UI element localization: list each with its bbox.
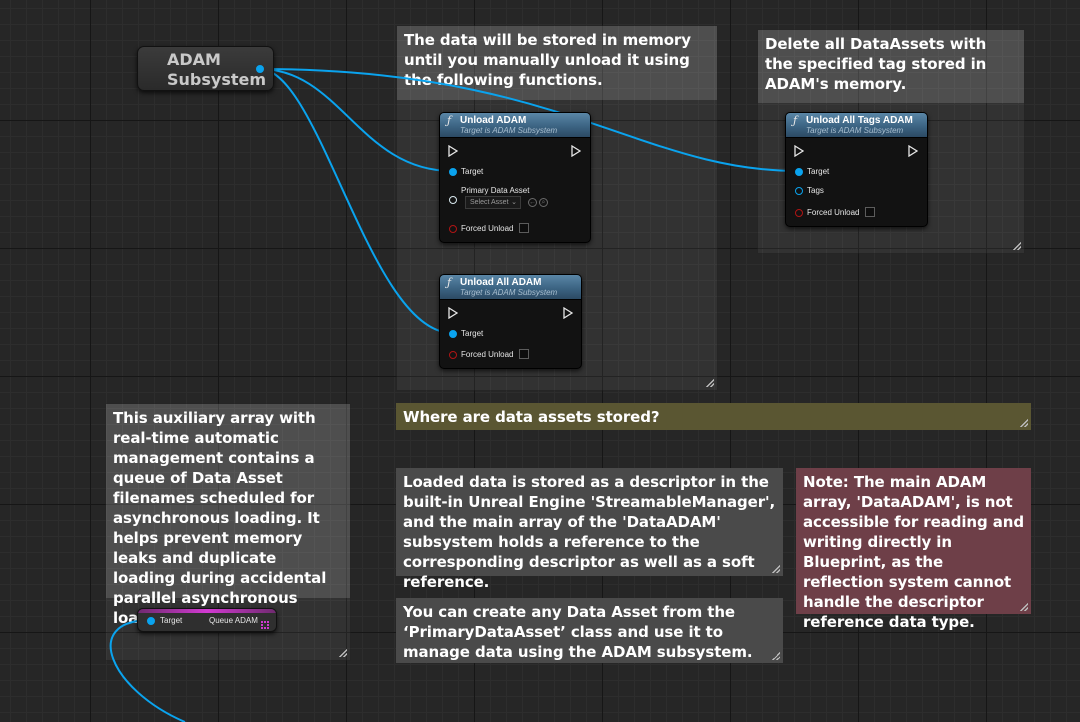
target-label: Target bbox=[461, 329, 484, 338]
unload-all-tags-node[interactable]: ƒ Unload All Tags ADAM Target is ADAM Su… bbox=[785, 112, 928, 227]
forced-unload-label: Forced Unload bbox=[461, 350, 514, 359]
resize-grip[interactable] bbox=[339, 649, 347, 657]
function-icon: ƒ bbox=[447, 276, 452, 289]
unload-all-tags-subtitle: Target is ADAM Subsystem bbox=[806, 126, 904, 135]
queue-node-accent bbox=[138, 609, 276, 613]
comment-tags-title: Delete all DataAssets with the specified… bbox=[758, 30, 1024, 103]
target-pin[interactable] bbox=[449, 330, 457, 338]
forced-unload-checkbox[interactable] bbox=[865, 207, 875, 217]
adam-subsystem-node[interactable]: ADAM Subsystem bbox=[137, 46, 274, 91]
tags-label: Tags bbox=[807, 186, 824, 195]
queue-adam-label: Queue ADAM bbox=[209, 616, 258, 625]
queue-adam-node[interactable]: Target Queue ADAM bbox=[137, 608, 277, 632]
forced-unload-label: Forced Unload bbox=[461, 224, 514, 233]
wire-to-unload-adam bbox=[259, 68, 453, 172]
unload-adam-title: Unload ADAM bbox=[460, 115, 527, 126]
comment-descriptor[interactable]: Loaded data is stored as a descriptor in… bbox=[396, 468, 783, 591]
comment-create-asset-title: You can create any Data Asset from the ‘… bbox=[396, 598, 783, 663]
unload-all-tags-title: Unload All Tags ADAM bbox=[806, 115, 913, 126]
resize-grip[interactable] bbox=[1020, 419, 1028, 427]
forced-unload-pin[interactable] bbox=[449, 351, 457, 359]
select-asset-dropdown[interactable]: Select Asset ⌄ bbox=[465, 196, 521, 209]
unload-all-tags-header[interactable]: ƒ Unload All Tags ADAM Target is ADAM Su… bbox=[786, 113, 927, 138]
unload-all-adam-subtitle: Target is ADAM Subsystem bbox=[460, 288, 558, 297]
array-grid-icon[interactable] bbox=[261, 616, 269, 629]
unload-all-adam-header[interactable]: ƒ Unload All ADAM Target is ADAM Subsyst… bbox=[440, 275, 581, 300]
forced-unload-checkbox[interactable] bbox=[519, 349, 529, 359]
unload-adam-node[interactable]: ƒ Unload ADAM Target is ADAM Subsystem T… bbox=[439, 112, 591, 243]
magnifier-icon[interactable]: ⌕ bbox=[539, 198, 548, 207]
resize-grip[interactable] bbox=[1020, 603, 1028, 611]
unload-adam-header[interactable]: ƒ Unload ADAM Target is ADAM Subsystem bbox=[440, 113, 590, 138]
unload-all-adam-title: Unload All ADAM bbox=[460, 277, 542, 288]
function-icon: ƒ bbox=[793, 114, 798, 127]
use-selected-icon[interactable]: ← bbox=[528, 198, 537, 207]
comment-aux-array-title: This auxiliary array with real-time auto… bbox=[106, 404, 350, 627]
unload-adam-subtitle: Target is ADAM Subsystem bbox=[460, 126, 558, 135]
resize-grip[interactable] bbox=[772, 565, 780, 573]
target-label: Target bbox=[461, 167, 484, 176]
forced-unload-pin[interactable] bbox=[795, 209, 803, 217]
comment-create-asset[interactable]: You can create any Data Asset from the ‘… bbox=[396, 598, 783, 663]
target-label: Target bbox=[807, 167, 830, 176]
chevron-down-icon: ⌄ bbox=[511, 199, 517, 206]
primary-data-asset-pin[interactable] bbox=[449, 196, 457, 204]
select-asset-value: Select Asset bbox=[470, 199, 509, 206]
forced-unload-label: Forced Unload bbox=[807, 208, 860, 217]
comment-main-array[interactable]: Note: The main ADAM array, 'DataADAM', i… bbox=[796, 468, 1031, 631]
target-pin[interactable] bbox=[449, 168, 457, 176]
primary-data-asset-label: Primary Data Asset bbox=[461, 186, 530, 195]
subsystem-output-pin[interactable] bbox=[256, 65, 264, 73]
target-pin[interactable] bbox=[795, 168, 803, 176]
tags-pin[interactable] bbox=[795, 187, 803, 195]
comment-memory-title: The data will be stored in memory until … bbox=[397, 26, 717, 100]
comment-storage-heading[interactable]: Where are data assets stored? bbox=[396, 403, 1031, 430]
adam-subsystem-label: ADAM Subsystem bbox=[167, 50, 267, 89]
resize-grip[interactable] bbox=[706, 379, 714, 387]
comment-storage-heading-title: Where are data assets stored? bbox=[396, 403, 1031, 430]
wire-to-unload-all bbox=[259, 68, 453, 334]
target-pin[interactable] bbox=[147, 617, 155, 625]
resize-grip[interactable] bbox=[1013, 242, 1021, 250]
comment-main-array-title: Note: The main ADAM array, 'DataADAM', i… bbox=[796, 468, 1031, 631]
resize-grip[interactable] bbox=[772, 652, 780, 660]
unload-all-adam-node[interactable]: ƒ Unload All ADAM Target is ADAM Subsyst… bbox=[439, 274, 582, 369]
wire-queue-target bbox=[109, 619, 186, 722]
forced-unload-checkbox[interactable] bbox=[519, 223, 529, 233]
target-label: Target bbox=[160, 616, 183, 625]
comment-descriptor-title: Loaded data is stored as a descriptor in… bbox=[396, 468, 783, 591]
function-icon: ƒ bbox=[447, 114, 452, 127]
forced-unload-pin[interactable] bbox=[449, 225, 457, 233]
